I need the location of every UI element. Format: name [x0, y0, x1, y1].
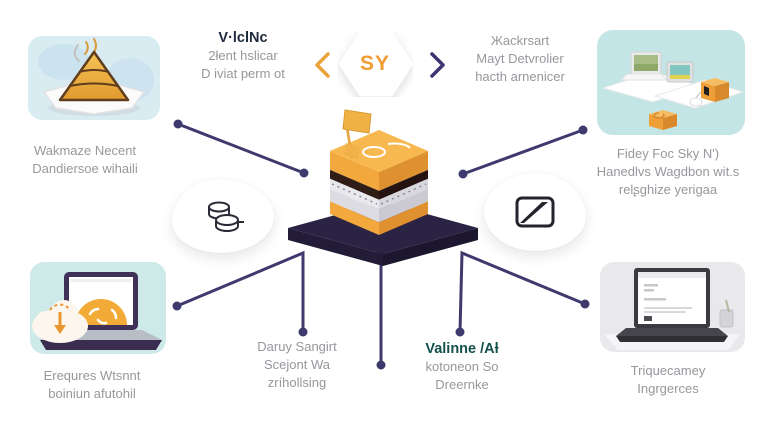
- laptops-papers-icon: [601, 51, 745, 130]
- workstation-card: [600, 262, 745, 352]
- label-line: Daruy Sangirt: [257, 339, 337, 354]
- label-top-center: V·lclNc 2łent hslicar D iviat perm ot: [173, 29, 313, 83]
- chevron-right-icon: [430, 52, 445, 78]
- label-bottom-right: Triquecamey Ingrgerces: [588, 362, 748, 398]
- label-bottom-left: Erequres Wtsnnt boiniun afutohil: [12, 367, 172, 403]
- label-bottom-center-left: Daruy Sangirt Scejont Wa zríhollsing: [227, 338, 367, 392]
- laptop-cloud-download-icon: [32, 272, 162, 350]
- label-line: 2łent hslicar: [208, 48, 278, 63]
- label-title: Valinne /Aƚ: [425, 341, 499, 357]
- label-left: Wakmaze Necent Dandiersoe wihaili: [5, 142, 165, 178]
- label-line: Wakmaze Necent: [33, 143, 137, 158]
- label-right: Fidey Foc Sky N') Hanedlvs Wagdbon wit.s…: [578, 145, 758, 199]
- label-title: V·lclNc: [218, 30, 268, 46]
- label-line: kotoneon So: [425, 359, 499, 374]
- left-cloud: [172, 179, 274, 253]
- label-line: Ingrgerces: [637, 381, 699, 396]
- right-cloud: [484, 173, 586, 251]
- label-line: Triquecamey: [630, 363, 706, 378]
- chevron-left-icon: [315, 52, 330, 78]
- label-line: Dandiersoe wihaili: [32, 161, 138, 176]
- layered-cake-icon: [330, 109, 428, 235]
- label-line: Erequres Wtsnnt: [43, 368, 141, 383]
- badge-label: SY: [359, 52, 390, 75]
- label-top-right: Жackrsart Mayt Detvrolier hacth arnenice…: [440, 32, 600, 86]
- pyramid-card: [28, 36, 160, 120]
- stacked-containers-icon: [208, 201, 244, 232]
- workspace-card: [597, 30, 745, 135]
- label-line: Hanedlvs Wagdbon wit.s: [596, 164, 740, 179]
- label-line: Fidey Foc Sky N'): [616, 146, 720, 161]
- label-line: Жackrsart: [490, 33, 550, 48]
- hexagon-badge: [339, 31, 413, 97]
- label-line: hacth arnenicer: [475, 69, 565, 84]
- label-line: Scejont Wa: [264, 357, 330, 372]
- label-line: Mayt Detvrolier: [476, 51, 564, 66]
- download-card: [30, 262, 166, 354]
- platform: [288, 202, 478, 266]
- label-bottom-center-right: Valinne /Aƚ kotoneon So Dreernke: [392, 340, 532, 394]
- label-line: relʂghize yerigaa: [618, 182, 718, 197]
- label-line: zríhollsing: [267, 375, 327, 390]
- label-line: boiniun afutohil: [48, 386, 136, 401]
- flag-icon: [342, 109, 372, 159]
- pyramid-on-plate-icon: [38, 38, 154, 116]
- label-line: Dreernke: [435, 377, 489, 392]
- laptop-workstation-icon: [604, 268, 740, 350]
- framed-diagonal-icon: [515, 196, 555, 228]
- label-line: D iviat perm ot: [201, 66, 285, 81]
